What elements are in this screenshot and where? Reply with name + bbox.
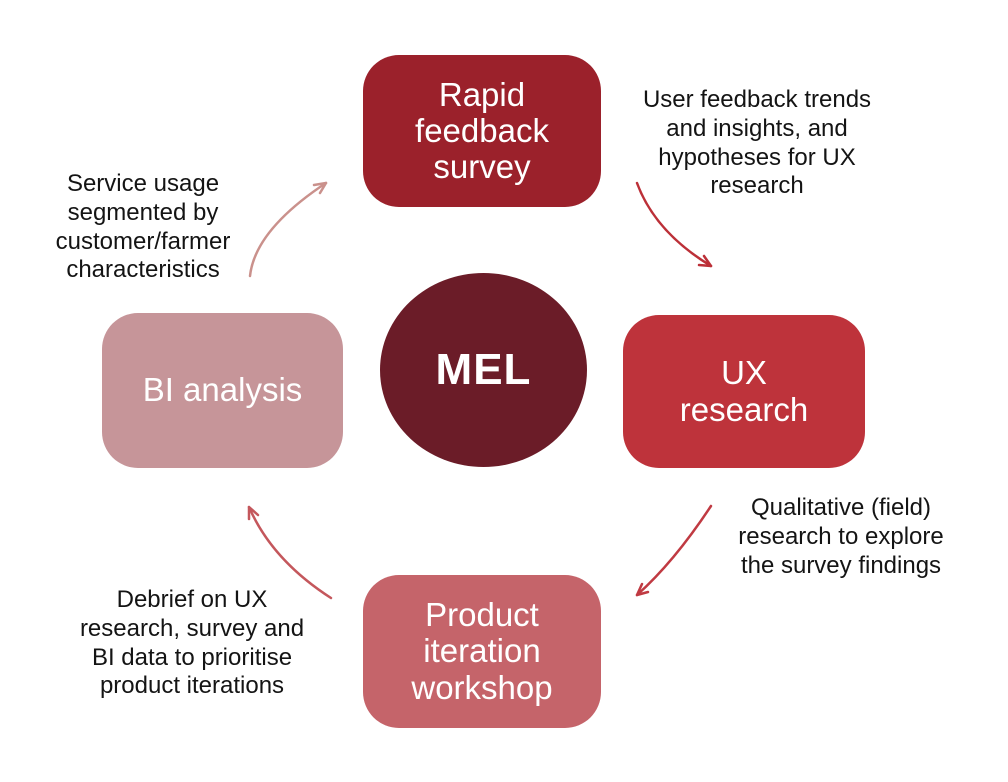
arrow-ux-to-workshop-curve [635, 504, 713, 597]
annotation-line: Service usage [66, 170, 220, 197]
annotation-line: research [710, 172, 804, 200]
annotation-line: Debrief on UX [116, 586, 268, 613]
annotation-line: and insights, and [666, 114, 848, 142]
node-label-line: Rapid [438, 75, 526, 113]
node-label-line: BI analysis [142, 371, 303, 409]
annotation-debrief: Debrief on UX research, survey and BI da… [67, 586, 317, 701]
node-product-iteration-workshop: Product iteration workshop [363, 575, 601, 728]
annotation-line: product iterations [99, 672, 285, 700]
annotation-line: User feedback trends [642, 86, 872, 113]
node-label-line: workshop [411, 668, 553, 706]
center-label: MEL [435, 345, 532, 394]
node-rapid-feedback-survey: Rapid feedback survey [363, 55, 601, 207]
node-ux-research: UX research [623, 315, 865, 468]
node-label-line: Product [425, 596, 539, 634]
center-circle-mel: MEL [380, 273, 587, 467]
annotation-line: segmented by [67, 198, 219, 226]
arrow-bi-to-survey-head [312, 181, 328, 195]
node-label-line: iteration [423, 632, 541, 670]
annotation-line: characteristics [66, 256, 220, 284]
annotation-line: the survey findings [740, 551, 942, 579]
annotation-line: Qualitative (field) [750, 494, 932, 521]
annotation-line: BI data to prioritise [91, 643, 293, 671]
node-label-line: survey [433, 148, 531, 186]
arrow-workshop-to-bi-curve [247, 505, 333, 600]
arrow-workshop-to-bi [247, 505, 333, 600]
annotation-user-feedback-trends: User feedback trends and insights, and h… [632, 86, 882, 201]
node-label-line: feedback [415, 111, 549, 149]
annotation-line: hypotheses for UX [658, 143, 856, 171]
annotation-service-usage: Service usage segmented by customer/farm… [23, 170, 263, 285]
annotation-line: research to explore [738, 522, 944, 550]
node-bi-analysis: BI analysis [102, 313, 343, 468]
arrow-workshop-to-bi-head [247, 505, 260, 521]
arrow-ux-to-workshop [635, 504, 713, 597]
annotation-line: research, survey and [79, 614, 305, 642]
annotation-qualitative-research: Qualitative (field) research to explore … [716, 494, 966, 580]
arrow-ux-to-workshop-head [635, 582, 650, 597]
arrow-survey-to-ux-head [697, 254, 713, 268]
node-label-line: UX [721, 354, 767, 392]
node-label-line: research [679, 390, 809, 428]
annotation-line: customer/farmer [55, 227, 231, 255]
